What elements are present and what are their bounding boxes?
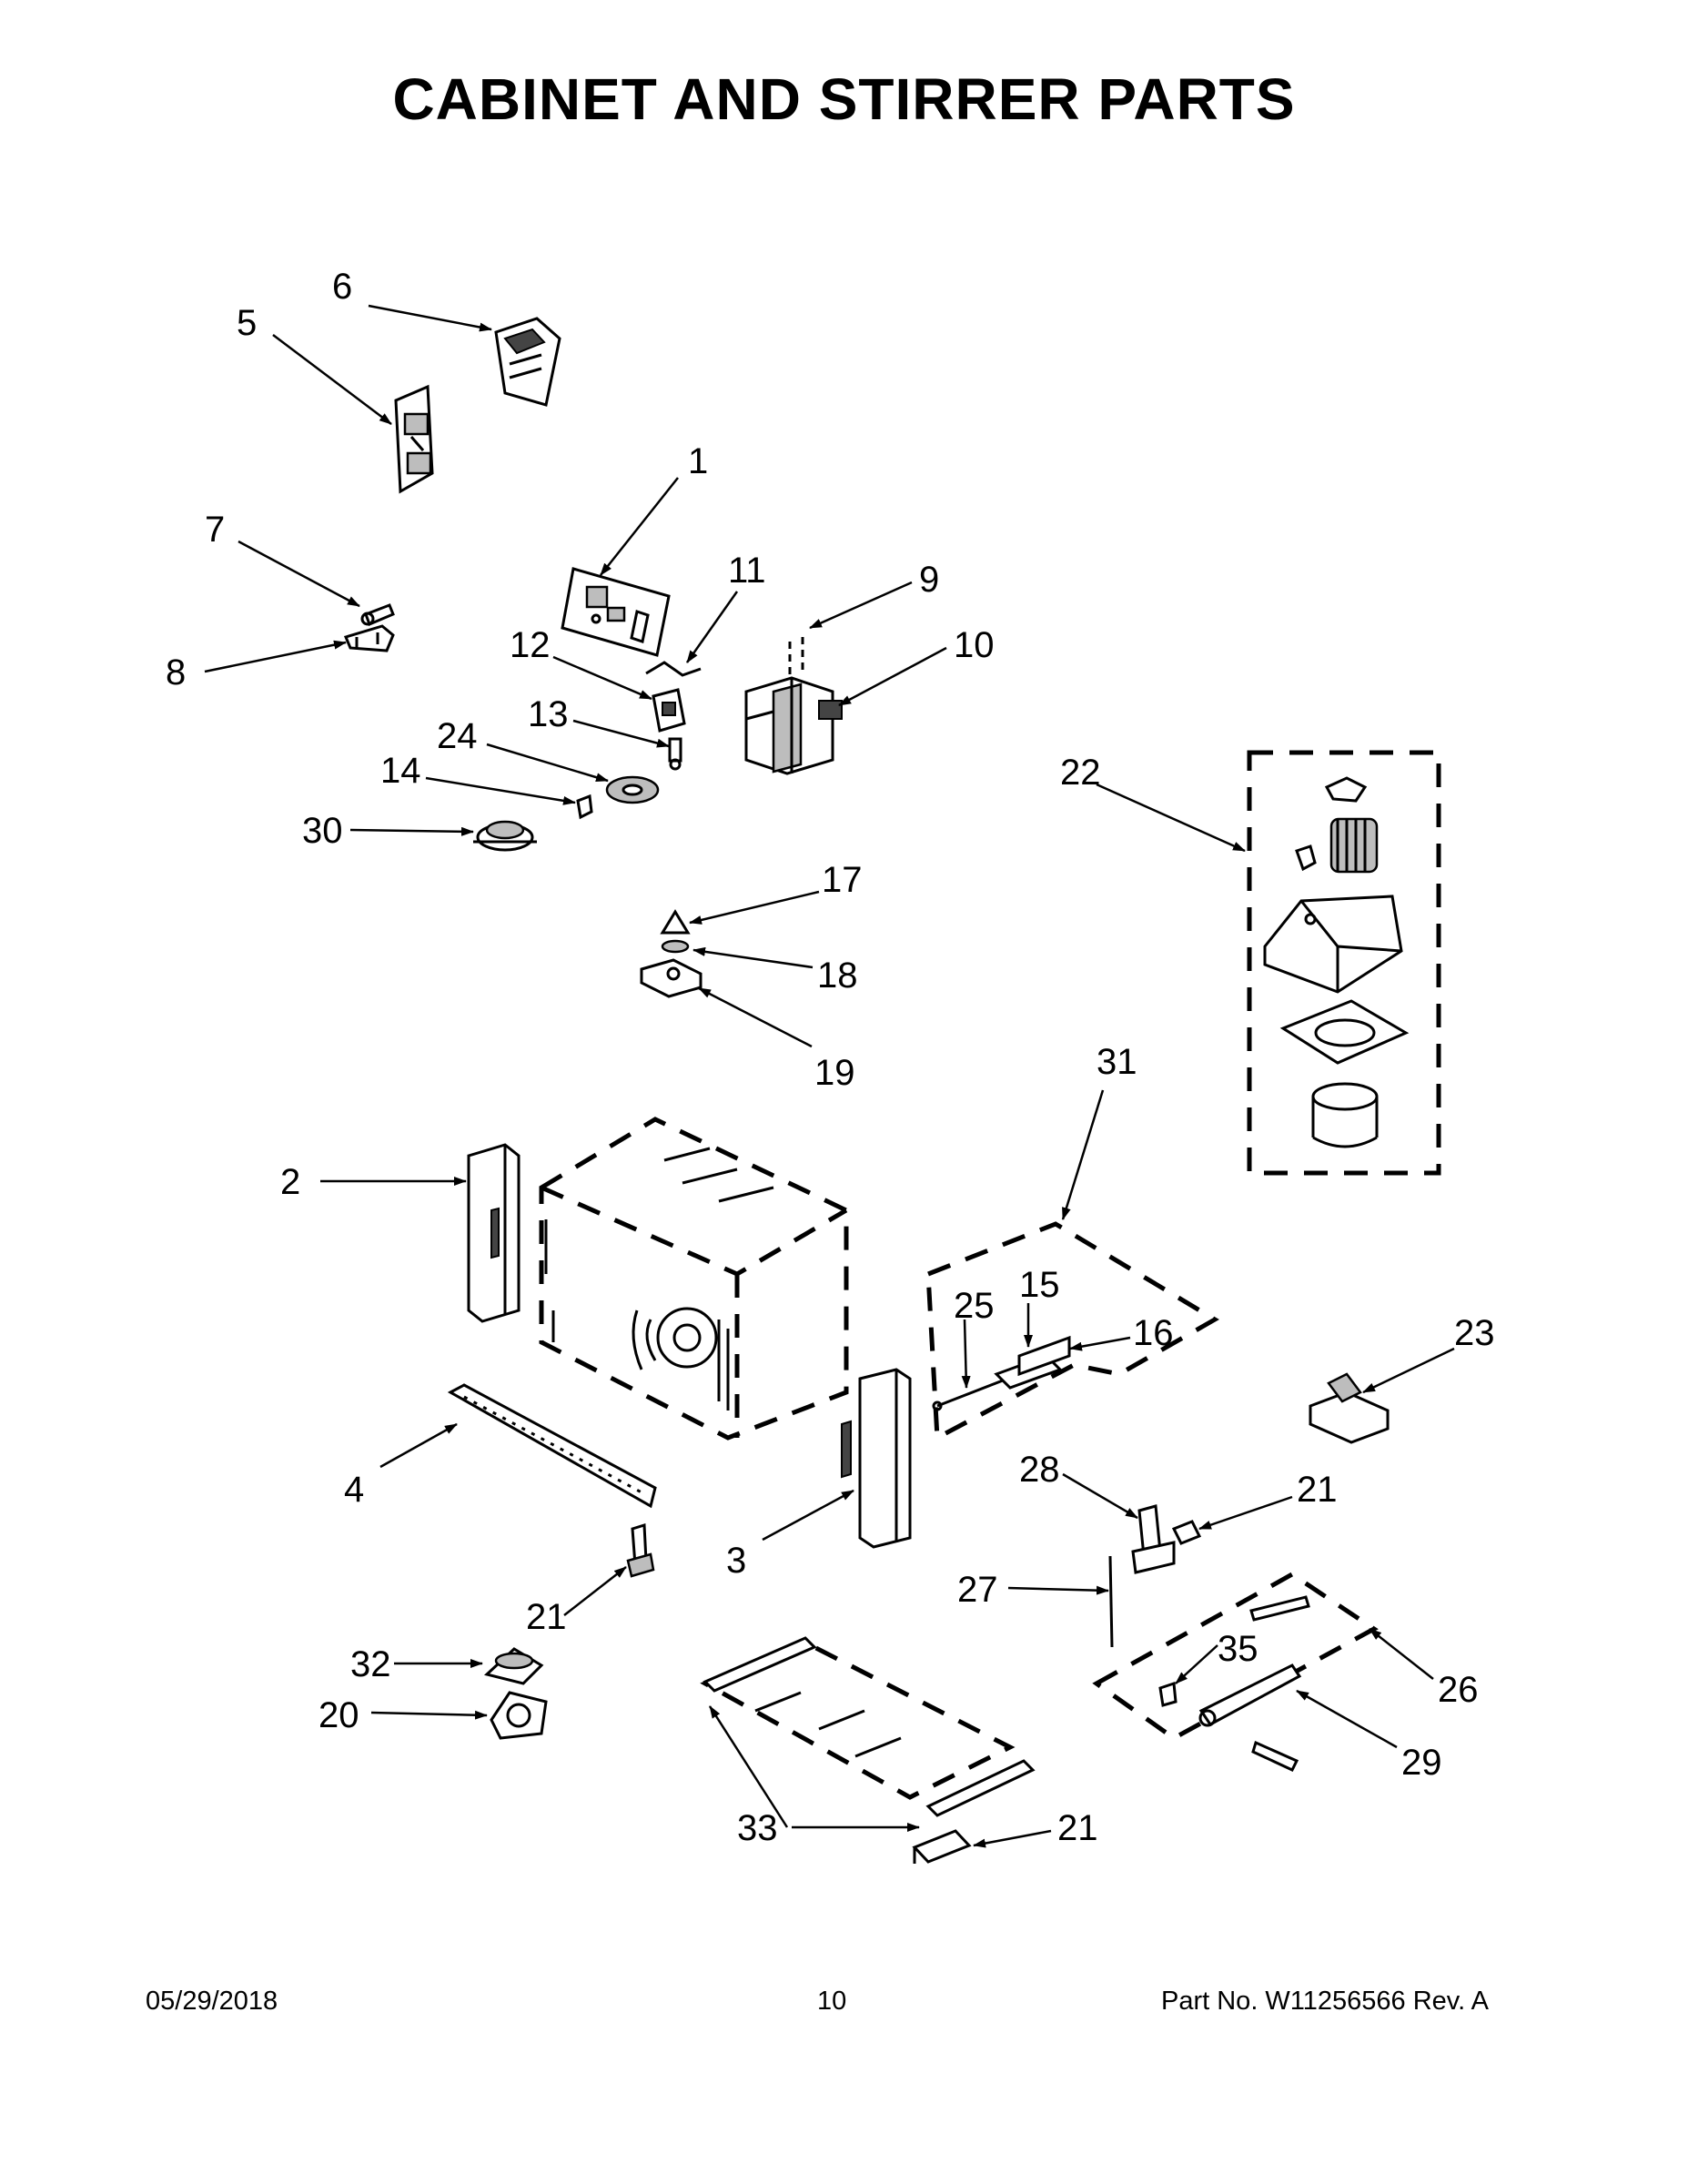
part-27-pin: [1249, 1595, 1310, 1772]
part-12-switch: [652, 688, 686, 733]
footer-date: 05/29/2018: [146, 1987, 278, 2016]
callout-labels: 6 5 1 7 8 11 9 10 12 13 24 14 30 17 18 1…: [166, 267, 1495, 1848]
part-16-sensor-bracket: [1017, 1335, 1071, 1377]
part-18-washer: [661, 939, 690, 954]
part-25-grommet: [605, 775, 660, 804]
callout-28: 27: [957, 1570, 998, 1610]
part-8-fuse-holder: [343, 624, 395, 652]
callout-9: 9: [919, 560, 939, 600]
callout-26: 25: [954, 1286, 995, 1326]
callout-2: 2: [280, 1162, 300, 1202]
part-33-coupler: [483, 1647, 544, 1685]
callout-13: 13: [528, 694, 569, 734]
callout-18: 18: [817, 956, 858, 996]
callout-15: 15: [1019, 1265, 1060, 1305]
part-5-relay-board: [394, 384, 434, 494]
part-28-wire: [1108, 1555, 1114, 1648]
callout-6: 6: [332, 267, 352, 307]
callout-32: 31: [1097, 1042, 1137, 1082]
part-7-fuse: [360, 603, 395, 626]
part-35-screw: [1158, 1681, 1178, 1707]
callout-14: 14: [380, 751, 421, 791]
part-17-stirrer-blade: [660, 909, 691, 935]
part-20-turntable-motor: [490, 1691, 548, 1740]
page-title: CABINET AND STIRRER PARTS: [392, 66, 1296, 132]
callout-1: 1: [688, 441, 708, 481]
callout-31: 30: [302, 811, 343, 851]
part-19-bearing-bracket: [640, 958, 702, 998]
part-11-wire-spring: [645, 661, 702, 677]
part-10-transformer: [744, 676, 843, 775]
footer-page-number: 10: [817, 1987, 847, 2016]
callout-7: 7: [205, 510, 225, 550]
callout-5: 5: [237, 303, 257, 343]
part-22-bracket: [912, 1829, 972, 1864]
part-21-screw-left: [626, 1523, 655, 1578]
callout-35: 35: [1218, 1629, 1258, 1669]
part-4-vent-strip: [447, 1383, 657, 1509]
part-13-lever: [668, 737, 682, 771]
callout-20: 20: [318, 1695, 359, 1735]
part-32-sensor-region: [925, 1221, 1219, 1442]
callout-21-left: 21: [526, 1597, 567, 1637]
callout-22: 21: [1057, 1808, 1098, 1848]
part-21-screw-right: [1171, 1520, 1202, 1545]
callout-11: 11: [728, 551, 766, 591]
callout-8: 8: [166, 652, 186, 693]
part-14-clip: [576, 794, 593, 820]
callout-27: 26: [1438, 1670, 1479, 1710]
callout-30: 29: [1401, 1743, 1442, 1783]
callout-34: 33: [737, 1808, 778, 1848]
callout-24: 23: [1454, 1313, 1495, 1353]
callout-17: 17: [822, 860, 863, 900]
callout-4: 4: [344, 1470, 364, 1510]
part-9-wires: [788, 637, 804, 678]
callout-33: 32: [350, 1644, 391, 1684]
part-30-rail: [1198, 1663, 1302, 1727]
leader-arrows: [204, 304, 1455, 1848]
part-24-terminal-block: [1309, 1372, 1390, 1444]
part-2-left-panel: [467, 1143, 521, 1323]
cabinet-outline: [539, 1117, 849, 1441]
callout-12: 12: [510, 625, 551, 665]
callout-23: 22: [1060, 753, 1101, 793]
callout-16: 16: [1133, 1313, 1174, 1353]
callout-3: 3: [726, 1541, 746, 1581]
part-1-control-board: [561, 567, 671, 657]
part-34-rail-assembly: [700, 1636, 1036, 1817]
callout-21-right: 21: [1297, 1470, 1338, 1510]
part-29-bracket: [1131, 1504, 1176, 1574]
part-6-connector: [494, 317, 561, 407]
part-3-right-panel: [841, 1368, 912, 1549]
callout-10: 10: [954, 625, 995, 665]
callout-25: 24: [437, 716, 478, 756]
part-23-stirrer-assembly: [1247, 750, 1441, 1176]
part-31-thermal-cutout: [473, 820, 537, 852]
callout-19: 19: [814, 1053, 855, 1093]
footer-part-number: Part No. W11256566 Rev. A: [1161, 1987, 1490, 2016]
callout-29: 28: [1019, 1450, 1060, 1490]
